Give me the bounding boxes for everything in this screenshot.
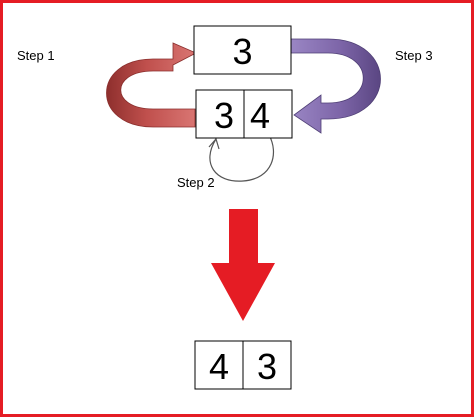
step1-curved-arrow xyxy=(106,42,197,128)
pair-box-right-value: 4 xyxy=(250,95,270,136)
step2-label: Step 2 xyxy=(177,175,215,190)
pair-box-left-value: 3 xyxy=(214,95,234,136)
step3-label: Step 3 xyxy=(395,48,433,63)
swap-diagram: 3 3 4 Step 1 Step 3 Step 2 4 3 xyxy=(17,25,433,390)
temp-box-value: 3 xyxy=(232,31,252,72)
temp-box xyxy=(193,25,292,75)
result-box-left-value: 4 xyxy=(209,346,229,387)
step2-arrowhead xyxy=(208,137,220,150)
step1-label: Step 1 xyxy=(17,48,55,63)
result-box-right-value: 3 xyxy=(257,346,277,387)
step3-curved-arrow xyxy=(290,38,381,134)
step2-loop-arrow xyxy=(209,134,274,182)
result-down-arrow xyxy=(211,209,275,321)
